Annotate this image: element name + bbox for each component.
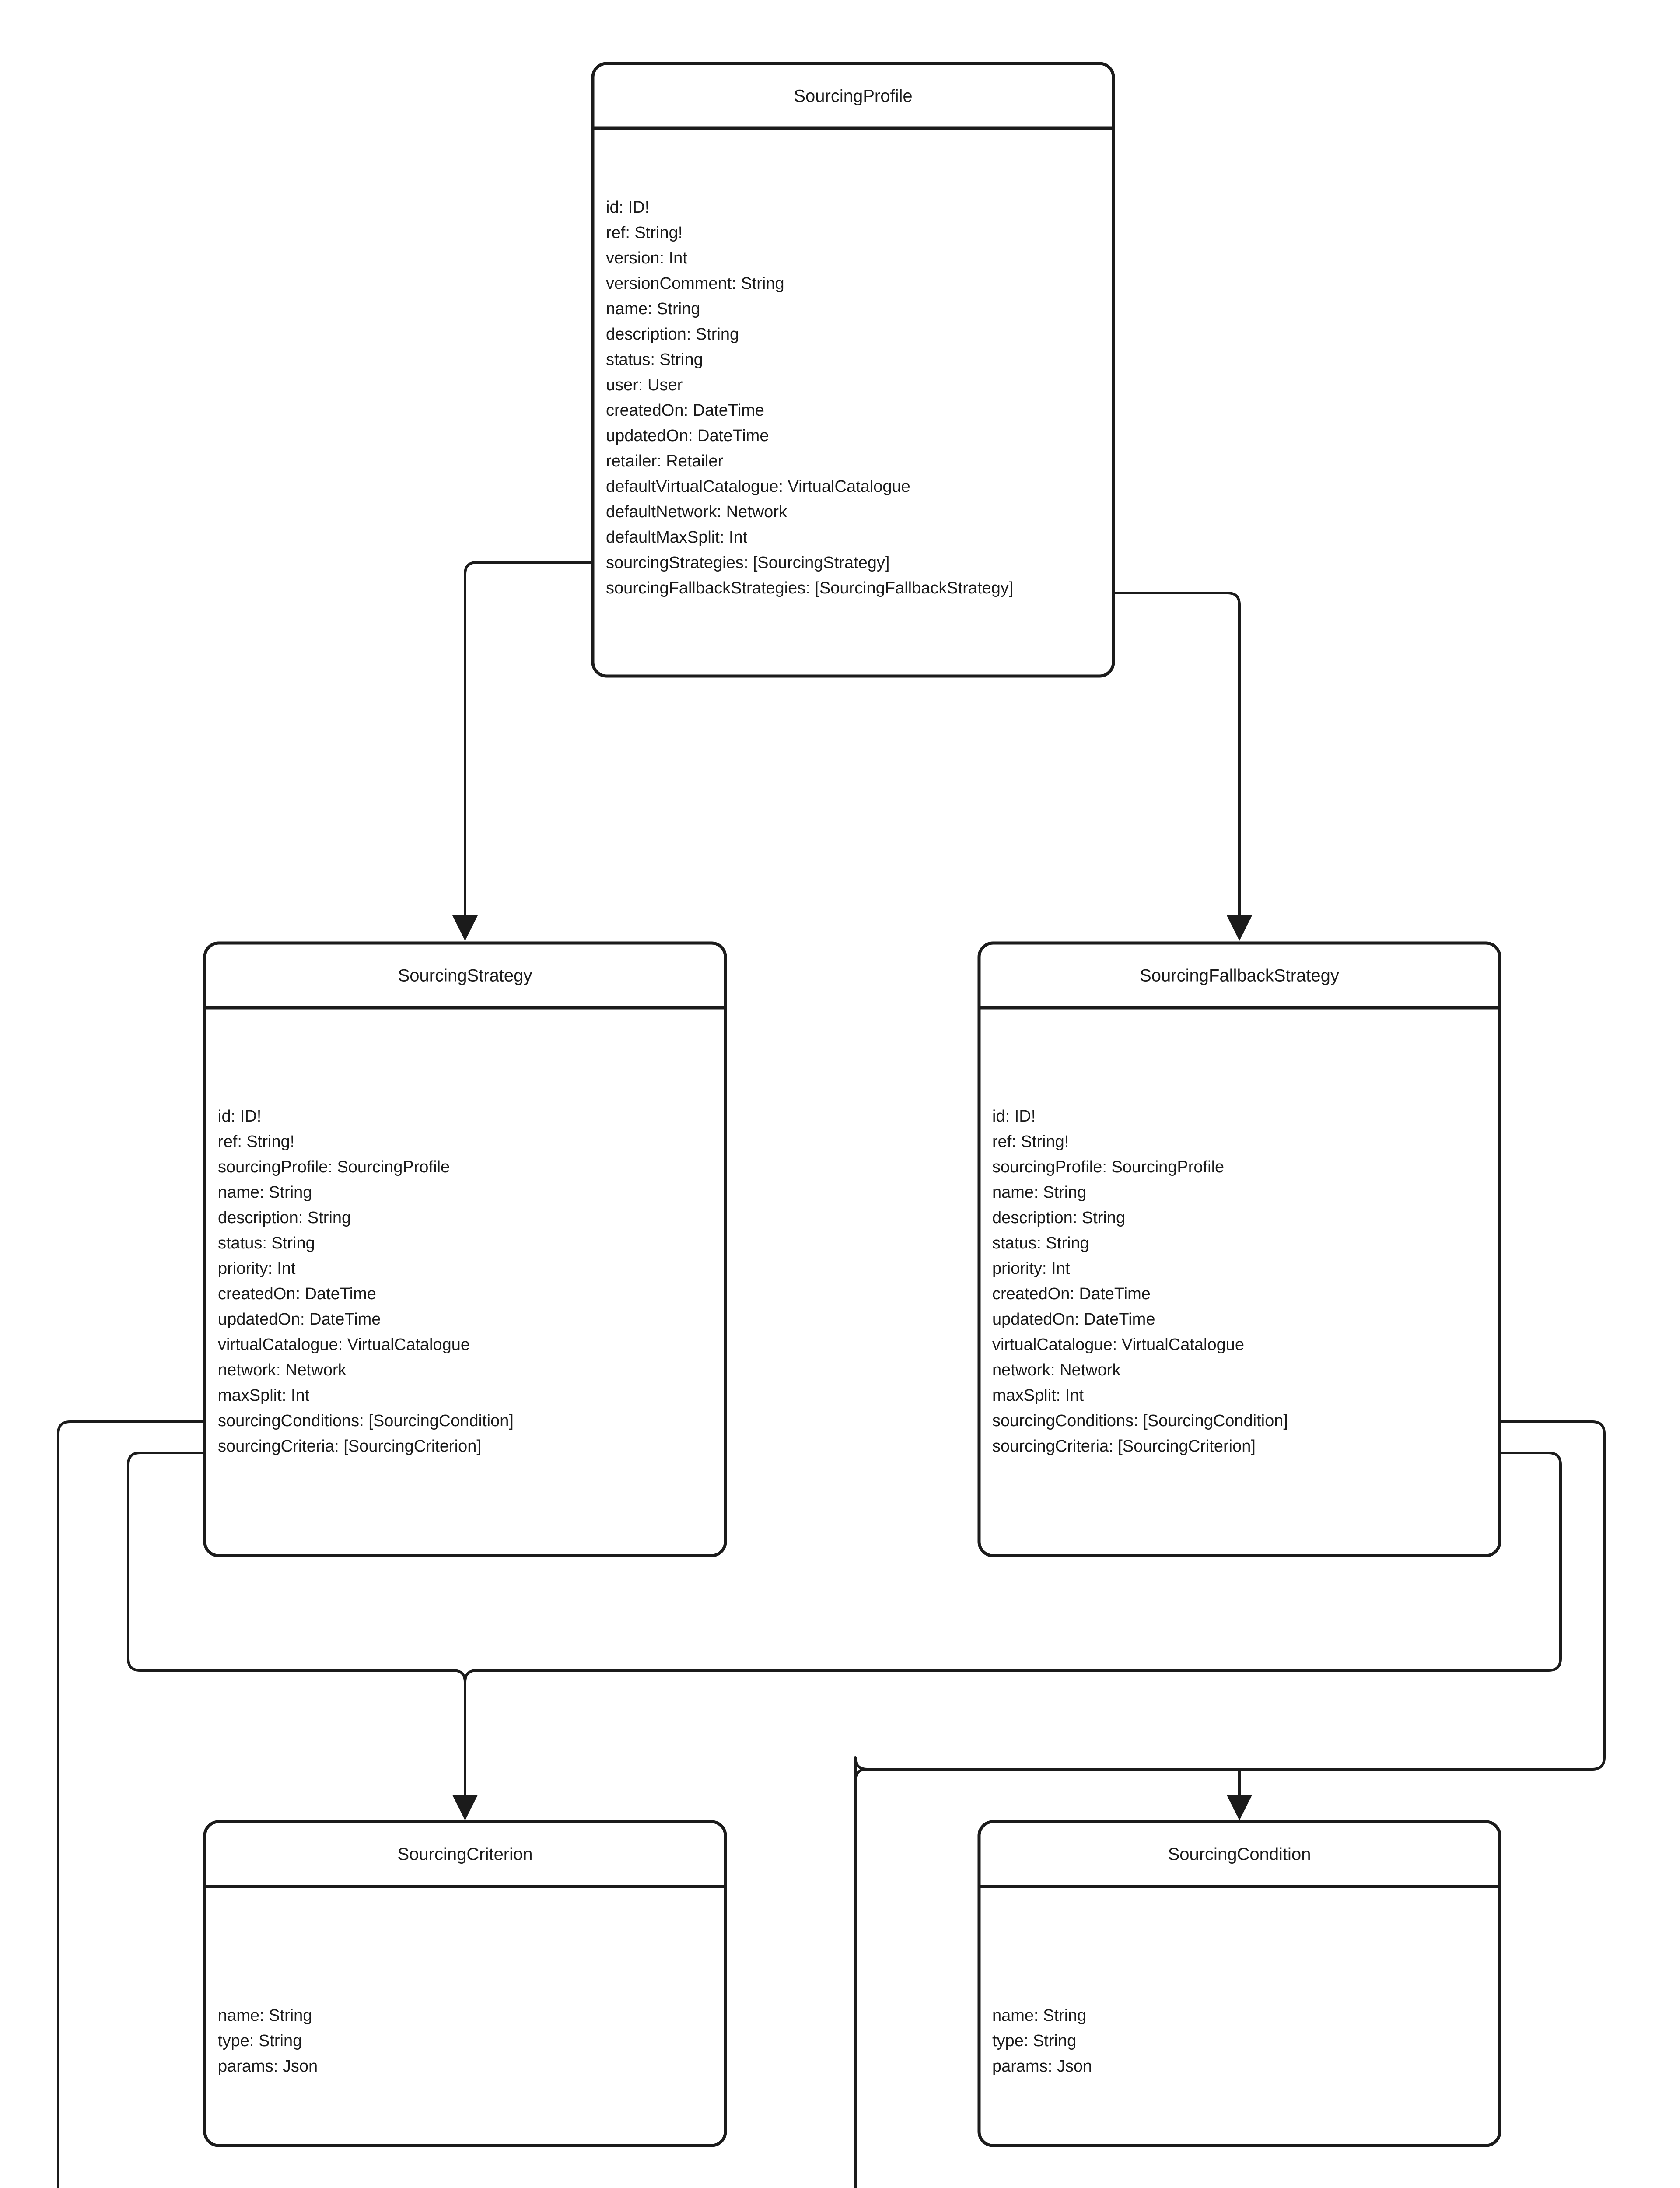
edge-profile-to-strategy-line bbox=[464, 561, 593, 917]
class-field: createdOn: DateTime bbox=[218, 1285, 376, 1303]
class-field: params: Json bbox=[218, 2057, 318, 2076]
class-field: priority: Int bbox=[218, 1259, 296, 1278]
class-field: defaultVirtualCatalogue: VirtualCatalogu… bbox=[606, 477, 910, 496]
edge-profile-to-fallback-strategy-line bbox=[1113, 592, 1241, 917]
class-field: name: String bbox=[218, 2006, 312, 2025]
class-title-sourcing-condition: SourcingCondition bbox=[1168, 1845, 1311, 1864]
class-field: name: String bbox=[992, 1183, 1086, 1202]
class-field: maxSplit: Int bbox=[992, 1386, 1084, 1405]
class-box-sourcing-criterion[interactable]: SourcingCriterion name: String type: Str… bbox=[203, 1820, 727, 2147]
class-field: type: String bbox=[992, 2032, 1076, 2050]
class-field: description: String bbox=[606, 325, 739, 344]
class-field: maxSplit: Int bbox=[218, 1386, 310, 1405]
edge-fallback-strategy-to-criterion-line bbox=[854, 1420, 1606, 1781]
edge-strategy-to-criterion-arrowhead bbox=[452, 1795, 478, 1820]
class-field: defaultMaxSplit: Int bbox=[606, 528, 748, 547]
class-field: versionComment: String bbox=[606, 274, 784, 293]
class-field: priority: Int bbox=[992, 1259, 1070, 1278]
class-field: ref: String! bbox=[606, 224, 682, 242]
class-field: retailer: Retailer bbox=[606, 452, 724, 470]
edge-strategy-to-condition-arrowhead bbox=[1227, 1795, 1252, 1820]
edge-profile-to-strategy bbox=[452, 561, 593, 941]
class-field: status: String bbox=[992, 1234, 1089, 1252]
class-field: updatedOn: DateTime bbox=[218, 1310, 381, 1329]
class-field: description: String bbox=[218, 1209, 351, 1227]
edge-fallback-strategy-to-condition bbox=[464, 1452, 1562, 1694]
class-field: name: String bbox=[606, 300, 700, 318]
edge-fallback-strategy-to-criterion bbox=[854, 1420, 1606, 1781]
class-box-outline[interactable] bbox=[203, 1820, 727, 2147]
class-title-sourcing-criterion: SourcingCriterion bbox=[397, 1845, 532, 1864]
class-field: sourcingStrategies: [SourcingStrategy] bbox=[606, 554, 889, 572]
class-box-sourcing-fallback-strategy[interactable]: SourcingFallbackStrategy id: ID! ref: St… bbox=[977, 941, 1502, 1557]
edge-profile-to-strategy-arrowhead bbox=[452, 915, 478, 941]
class-field: sourcingConditions: [SourcingCondition] bbox=[992, 1412, 1288, 1430]
class-field: network: Network bbox=[218, 1361, 347, 1379]
edge-strategy-to-criterion bbox=[127, 1452, 478, 1820]
edge-fallback-strategy-to-condition-line bbox=[464, 1452, 1562, 1694]
class-field: updatedOn: DateTime bbox=[606, 427, 769, 445]
class-title-sourcing-profile: SourcingProfile bbox=[794, 87, 912, 106]
edge-profile-to-fallback-strategy bbox=[1113, 592, 1252, 941]
class-box-outline[interactable] bbox=[203, 941, 727, 1557]
class-box-outline[interactable] bbox=[977, 1820, 1502, 2147]
class-field: type: String bbox=[218, 2032, 302, 2050]
class-box-sourcing-condition[interactable]: SourcingCondition name: String type: Str… bbox=[977, 1820, 1502, 2147]
class-title-sourcing-strategy: SourcingStrategy bbox=[398, 966, 532, 985]
edge-strategy-to-condition-line bbox=[57, 1420, 1241, 2188]
class-field: ref: String! bbox=[992, 1133, 1069, 1151]
class-field: id: ID! bbox=[992, 1107, 1036, 1126]
class-field: name: String bbox=[992, 2006, 1086, 2025]
class-field: description: String bbox=[992, 1209, 1125, 1227]
class-title-sourcing-fallback-strategy: SourcingFallbackStrategy bbox=[1140, 966, 1339, 985]
class-field: sourcingFallbackStrategies: [SourcingFal… bbox=[606, 579, 1013, 597]
class-field: id: ID! bbox=[218, 1107, 261, 1126]
class-box-sourcing-strategy[interactable]: SourcingStrategy id: ID! ref: String! so… bbox=[203, 941, 727, 1557]
class-box-outline[interactable] bbox=[977, 941, 1502, 1557]
class-field: defaultNetwork: Network bbox=[606, 503, 788, 521]
class-field: sourcingConditions: [SourcingCondition] bbox=[218, 1412, 514, 1430]
class-field: network: Network bbox=[992, 1361, 1121, 1379]
class-field: user: User bbox=[606, 376, 683, 394]
class-field: createdOn: DateTime bbox=[992, 1285, 1151, 1303]
edge-profile-to-fallback-strategy-arrowhead bbox=[1227, 915, 1252, 941]
class-field: createdOn: DateTime bbox=[606, 401, 764, 420]
class-field: status: String bbox=[606, 351, 703, 369]
class-field: sourcingCriteria: [SourcingCriterion] bbox=[218, 1437, 481, 1455]
class-field: sourcingCriteria: [SourcingCriterion] bbox=[992, 1437, 1256, 1455]
edge-strategy-to-criterion-line bbox=[127, 1452, 466, 1796]
class-field: virtualCatalogue: VirtualCatalogue bbox=[218, 1336, 470, 1354]
class-field: name: String bbox=[218, 1183, 312, 1202]
class-field: id: ID! bbox=[606, 198, 649, 217]
class-box-outline[interactable] bbox=[591, 62, 1115, 678]
class-field: sourcingProfile: SourcingProfile bbox=[218, 1158, 450, 1176]
class-box-sourcing-profile[interactable]: SourcingProfile id: ID! ref: String! ver… bbox=[591, 62, 1115, 678]
class-field: params: Json bbox=[992, 2057, 1092, 2076]
class-field: sourcingProfile: SourcingProfile bbox=[992, 1158, 1224, 1176]
class-field: updatedOn: DateTime bbox=[992, 1310, 1155, 1329]
class-field: virtualCatalogue: VirtualCatalogue bbox=[992, 1336, 1244, 1354]
class-field: status: String bbox=[218, 1234, 315, 1252]
class-field: version: Int bbox=[606, 249, 687, 267]
edge-strategy-to-condition bbox=[57, 1420, 1252, 2188]
class-field: ref: String! bbox=[218, 1133, 294, 1151]
